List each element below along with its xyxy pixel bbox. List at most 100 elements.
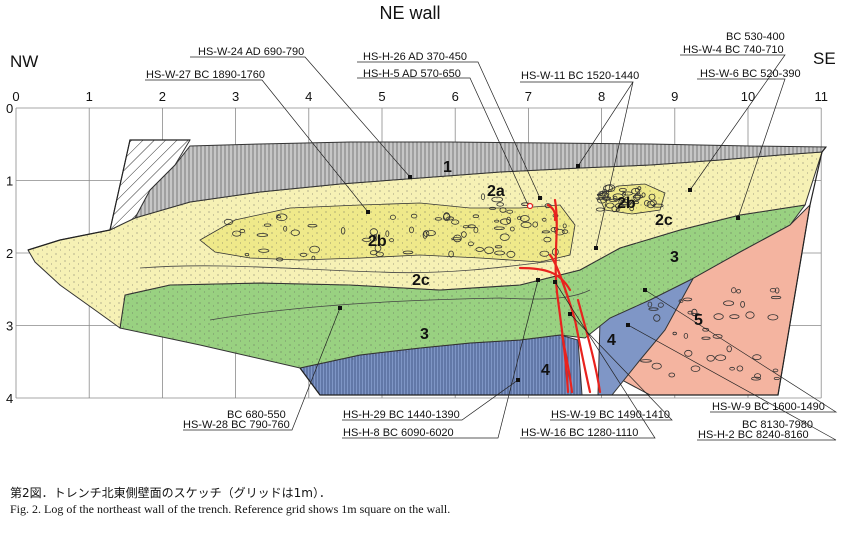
se-direction-label: SE — [813, 49, 836, 68]
fault-branch — [518, 266, 572, 292]
gravel-clast — [701, 336, 711, 340]
unit-label-2c: 2c — [655, 212, 673, 229]
leader-hs-w-28 — [183, 307, 341, 431]
gravel-clast — [634, 192, 641, 201]
gravel-clast — [772, 368, 779, 373]
x-tick-label: 4 — [305, 89, 312, 104]
gravel-clast — [258, 248, 270, 253]
gravel-clast — [690, 365, 701, 372]
gravel-clast — [494, 245, 503, 249]
gravel-clast — [770, 295, 782, 300]
gravel-clast — [256, 233, 269, 237]
gravel-clast — [375, 251, 384, 257]
gravel-clast — [774, 287, 780, 294]
sample-label-hs-h-2: HS-H-2 BC 8240-8160 — [698, 429, 809, 441]
gravel-clast — [652, 203, 664, 208]
unit-label-3: 3 — [420, 326, 429, 343]
gravel-clast — [751, 376, 761, 381]
gravel-clast — [640, 359, 652, 363]
fault-lines — [518, 198, 602, 394]
leader-hs-w-27 — [145, 79, 369, 213]
gravel-clast — [631, 187, 641, 195]
gravel-clast — [223, 218, 234, 226]
gravel-clast — [562, 223, 567, 229]
gravel-clast — [736, 289, 741, 294]
leader-hs-h-2 — [627, 324, 837, 441]
gravel-clast — [539, 250, 550, 257]
gravel-clast — [369, 228, 378, 236]
gravel-clast — [740, 300, 745, 308]
nw-direction-label: NW — [10, 52, 38, 71]
gravel-clast — [489, 206, 497, 210]
x-tick-label: 10 — [741, 89, 755, 104]
sample-label-hs-w-24: HS-W-24 AD 690-790 — [198, 46, 304, 58]
gravel-clast — [389, 238, 395, 243]
unit-label-5: 5 — [694, 312, 703, 329]
sample-label-hs-h-2-top: BC 8130-7980 — [742, 419, 813, 431]
gravel-clast — [723, 300, 735, 306]
gravel-clast — [683, 332, 689, 339]
gravel-clast — [678, 299, 684, 303]
gravel-clast — [451, 219, 460, 225]
gravel-clast — [595, 207, 605, 212]
gravel-clast — [618, 199, 623, 205]
gravel-clast — [651, 362, 662, 370]
sample-label-hs-w-28-top: BC 680-550 — [227, 409, 286, 421]
gravel-clast — [731, 287, 737, 294]
leader-hs-w-19 — [550, 313, 673, 421]
gravel-clast — [239, 228, 246, 234]
y-tick-label: 1 — [6, 174, 13, 189]
sample-label-hs-w-19: HS-W-19 BC 1490-1410 — [551, 409, 670, 421]
y-tick-label: 2 — [6, 246, 13, 261]
gravel-clast — [402, 250, 414, 255]
leader-hs-h-8 — [342, 279, 539, 439]
contact-line — [139, 259, 561, 274]
gravel-clast — [422, 230, 428, 239]
figure-caption-english: Fig. 2. Log of the northeast wall of the… — [10, 502, 451, 516]
gravel-clast — [622, 191, 626, 197]
gravel-clast — [467, 241, 474, 247]
gravel-clast — [506, 209, 514, 214]
gravel-clast — [624, 196, 629, 204]
unit-labels: 1 2a 2b 2b 2c 2c 3 3 4 4 5 — [368, 159, 703, 379]
gravel-clast — [299, 252, 308, 257]
gravel-clast — [532, 221, 538, 228]
x-tick-label: 11 — [814, 89, 828, 104]
gravel-clast — [475, 247, 485, 252]
gravel-clast — [232, 230, 242, 237]
leader-hs-w-6 — [697, 78, 786, 219]
leader-hs-h-5 — [357, 77, 529, 206]
gravel-clast — [712, 334, 723, 339]
sample-label-hs-w-28: HS-W-28 BC 790-760 — [183, 419, 290, 431]
x-tick-label: 9 — [671, 89, 678, 104]
x-tick-label: 3 — [232, 89, 239, 104]
figure-caption-japanese: 第2図．トレンチ北東側壁面のスケッチ（グリッドは1m）． — [10, 486, 331, 500]
gravel-clast — [491, 196, 504, 203]
sample-labels: HS-W-24 AD 690-790 HS-W-27 BC 1890-1760 … — [146, 31, 825, 441]
sample-label-hs-w-11: HS-W-11 BC 1520-1440 — [521, 70, 639, 82]
gravel-clast — [561, 229, 569, 234]
leader-hs-w-4 — [680, 54, 786, 191]
gravel-clast — [632, 195, 644, 199]
gravel-clast — [729, 314, 740, 319]
gravel-clast — [448, 250, 454, 258]
gravel-clast — [657, 302, 664, 308]
gravel-clast — [480, 193, 486, 201]
x-tick-label: 8 — [598, 89, 605, 104]
fault-branch — [548, 253, 592, 394]
sample-label-hs-h-26: HS-H-26 AD 370-450 — [363, 51, 467, 63]
sample-label-hs-h-5: HS-H-5 AD 570-650 — [363, 68, 461, 80]
y-tick-label: 4 — [6, 391, 13, 406]
gravel-clast — [637, 186, 642, 191]
gravel-clast — [389, 214, 396, 220]
gravel-clast — [244, 253, 250, 257]
trench-outline — [27, 139, 827, 396]
unit-label-4: 4 — [541, 362, 550, 379]
gravel-clast — [372, 234, 378, 242]
gravel-clast — [263, 223, 272, 227]
y-tick-label: 0 — [6, 101, 13, 116]
gravel-clast — [506, 250, 516, 258]
gravel-clast — [467, 224, 476, 229]
gravel-clast — [682, 297, 693, 302]
fault-branch — [576, 298, 602, 394]
